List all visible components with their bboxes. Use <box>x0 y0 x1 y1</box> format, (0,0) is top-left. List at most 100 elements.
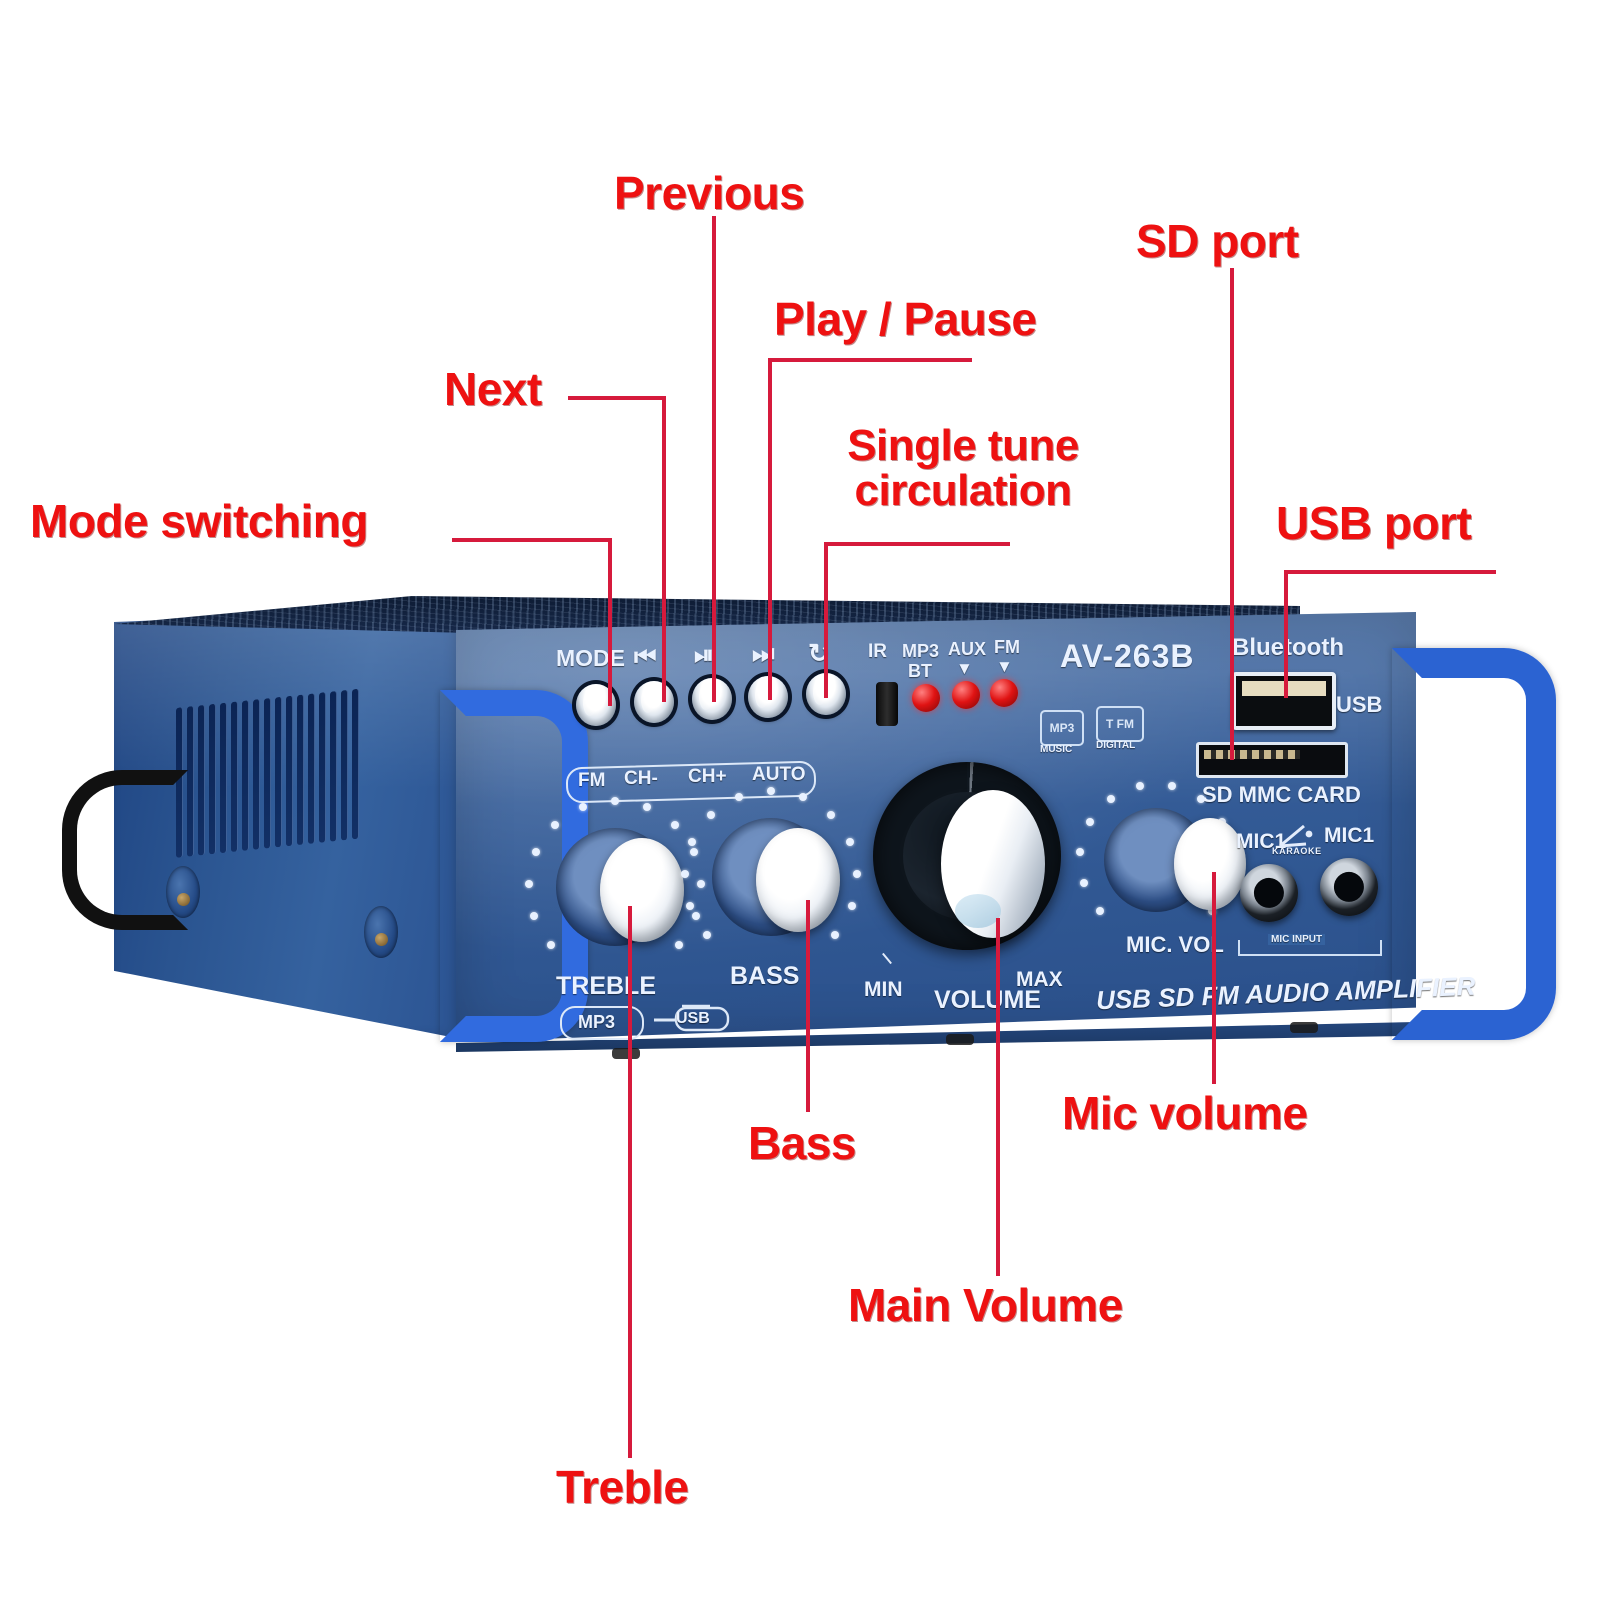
single-tune-line2: circulation <box>854 465 1073 515</box>
scale-dot <box>1217 818 1226 826</box>
vent-slot <box>319 692 326 843</box>
bass-knob[interactable] <box>756 828 840 932</box>
ch-plus-legend: CH+ <box>688 766 727 787</box>
scale-dot <box>530 912 539 921</box>
leader-mode-v <box>608 538 612 706</box>
scale-dot <box>1227 848 1236 857</box>
volume-label: VOLUME <box>934 986 1041 1014</box>
ir-receiver <box>876 682 898 726</box>
vent-slot <box>242 700 249 851</box>
annotation-single-tune: Single tune circulation <box>810 421 1116 515</box>
led-aux-label: AUX <box>948 639 987 659</box>
mic-jack-2[interactable] <box>1320 858 1378 916</box>
scale-dot <box>707 811 716 820</box>
leader-previous-v <box>712 216 716 702</box>
scale-dot <box>1079 879 1088 888</box>
tfm-badge-sub: DIGITAL <box>1096 740 1136 751</box>
tfm-digital-badge: T FM <box>1096 706 1144 742</box>
vent-slot <box>308 693 315 845</box>
leader-next-h <box>568 396 666 400</box>
scale-dot <box>688 838 697 847</box>
scale-dot <box>1095 906 1104 915</box>
annotation-previous: Previous <box>614 167 805 219</box>
grille-mesh <box>114 596 1300 654</box>
vent-slot <box>341 689 348 841</box>
leader-main-volume-v <box>996 918 1000 1276</box>
ir-label: IR <box>868 641 887 662</box>
leader-bass-v <box>806 900 810 1112</box>
vent-slot <box>198 704 205 856</box>
scale-dot <box>547 940 556 949</box>
leader-mode-h <box>452 538 612 542</box>
mic-jack-1[interactable] <box>1240 864 1298 922</box>
mic1-left-label: MIC1 <box>1236 830 1287 853</box>
annotation-sd-port: SD port <box>1136 215 1299 267</box>
led-fm-arrow: ▼ <box>996 657 1013 676</box>
front-gloss <box>456 612 1416 1042</box>
ch-minus-legend: CH- <box>624 768 658 789</box>
vent-slot <box>275 696 282 848</box>
rubber-foot-right <box>1290 1022 1318 1033</box>
led-fm-label: FM <box>994 637 1020 657</box>
annotation-bass: Bass <box>748 1117 856 1169</box>
scale-dot <box>532 848 541 857</box>
mic-input-bracket <box>1238 940 1382 956</box>
vent-slot <box>297 694 304 846</box>
mp3-music-badge: MP3 <box>1040 710 1084 746</box>
leader-mic-v <box>1212 872 1216 1084</box>
scale-dot <box>691 912 700 921</box>
scale-dot <box>681 869 690 878</box>
mic-volume-knob[interactable] <box>1174 818 1246 910</box>
leader-sd-v <box>1230 268 1234 760</box>
power-cable <box>62 770 188 930</box>
scale-dot <box>799 793 808 802</box>
annotation-mic-volume: Mic volume <box>1062 1087 1308 1139</box>
usb-symbol-icon <box>654 1004 730 1032</box>
left-handle <box>440 690 588 1042</box>
tuner-legend-outline <box>565 760 817 804</box>
mic-vol-label: MIC. VOL <box>1126 932 1224 957</box>
left-side-panel <box>114 608 466 1040</box>
led-bt-label: BT <box>908 661 932 681</box>
scale-dot <box>1086 818 1095 826</box>
fm-legend: FM <box>578 770 606 791</box>
sd-card-slot[interactable] <box>1196 742 1348 778</box>
scale-dot <box>643 803 652 812</box>
bottom-edge <box>456 1022 1416 1052</box>
annotation-treble: Treble <box>556 1461 689 1513</box>
scale-dot <box>767 787 775 795</box>
scale-dot <box>734 793 743 802</box>
scale-dot <box>1107 794 1116 803</box>
scale-dot <box>1167 781 1176 790</box>
volume-knob-inner <box>903 792 1031 920</box>
annotation-play-pause: Play / Pause <box>774 293 1037 345</box>
previous-button[interactable] <box>634 681 674 723</box>
sd-slot-label: SD MMC CARD <box>1202 782 1361 807</box>
device-tagline: USB SD FM AUDIO AMPLIFIER <box>1095 970 1476 1016</box>
annotation-mode-switching: Mode switching <box>30 495 369 547</box>
side-gloss <box>114 608 466 1040</box>
mic-input-label: MIC INPUT <box>1268 934 1326 945</box>
scale-dot <box>847 902 856 911</box>
scale-dot <box>674 940 683 949</box>
volume-knob-ring <box>873 762 1061 950</box>
tfm-badge-text: T FM <box>1106 717 1134 731</box>
mp3-badge-sub: MUSIC <box>1040 744 1073 755</box>
play-pause-icon: ⏯ <box>694 641 715 669</box>
single-tune-line1: Single tune <box>847 421 1079 470</box>
karaoke-icon <box>1279 824 1313 848</box>
mp3-badge-text: MP3 <box>1049 721 1075 735</box>
usb-bottom-badge: USB <box>676 1010 710 1027</box>
scale-dot <box>703 930 712 939</box>
main-volume-knob[interactable] <box>941 790 1045 938</box>
vent-slot <box>286 695 293 847</box>
vent-slot <box>220 702 227 854</box>
leader-play-h <box>768 358 972 362</box>
leader-single-h <box>824 542 1010 546</box>
treble-knob[interactable] <box>600 838 684 942</box>
scale-dot <box>696 879 705 888</box>
vent-slot <box>209 703 216 855</box>
top-grille <box>114 596 1300 654</box>
bass-knob-ring <box>712 818 830 936</box>
scale-dot <box>1076 848 1085 857</box>
